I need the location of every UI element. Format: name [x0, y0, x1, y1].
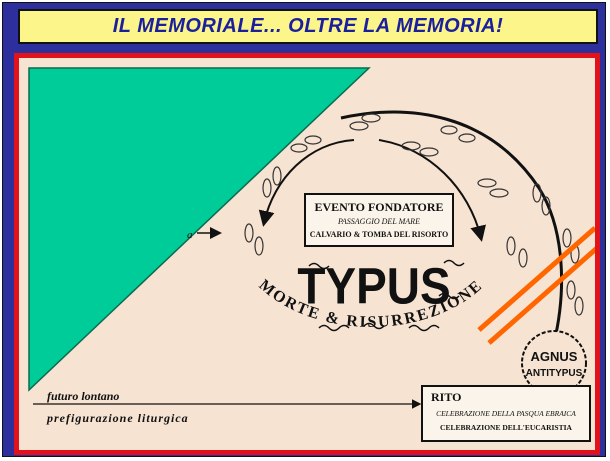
rito-box-line1: CELEBRAZIONE DELLA PASQUA EBRAICA [436, 409, 576, 418]
timeline-label: futuro lontano [47, 389, 119, 403]
event-box-line2: CALVARIO & TOMBA DEL RISORTO [310, 230, 448, 239]
agnus-line1: AGNUS [531, 349, 578, 364]
diagram-canvas: a EVENTO FONDATORE PASSAGGIO DEL MARE CA… [28, 67, 595, 442]
agnus-line2: ANTITYPUS [526, 368, 583, 379]
title-banner: IL MEMORIALE... OLTRE LA MEMORIA! [18, 9, 598, 44]
event-box [304, 193, 454, 247]
arrow-letter: a [187, 229, 193, 241]
rito-box-title: RITO [431, 390, 461, 404]
water-waves [308, 259, 465, 332]
cycle-arc [340, 110, 564, 344]
rito-box [421, 385, 591, 442]
strike-line-2 [487, 246, 595, 345]
prefiguration-label: prefigurazione liturgica [46, 411, 189, 425]
inner-cycle-arc-right [378, 139, 486, 242]
rito-box-line2: CELEBRAZIONE DELL'EUCARISTIA [440, 423, 572, 432]
event-box-title: EVENTO FONDATORE [314, 200, 443, 214]
green-triangle [28, 67, 371, 392]
diagram-panel: a EVENTO FONDATORE PASSAGGIO DEL MARE CA… [14, 53, 600, 455]
slide-title: IL MEMORIALE... OLTRE LA MEMORIA! [112, 15, 504, 37]
event-box-line1: PASSAGGIO DEL MARE [337, 217, 420, 226]
inner-cycle-arc [258, 139, 355, 227]
footprints [244, 113, 584, 316]
strike-line-1 [477, 226, 595, 332]
